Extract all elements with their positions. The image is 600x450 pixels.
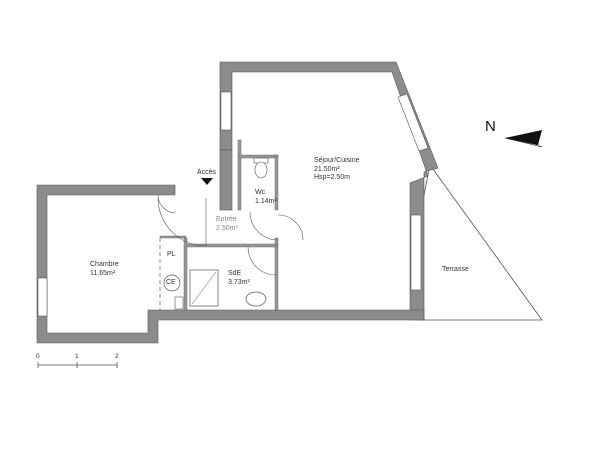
wall-bedroom	[36, 184, 425, 344]
room-name: Terrasse	[442, 266, 469, 273]
room-name: Entrée	[216, 216, 237, 223]
wall-sde-left	[183, 237, 188, 311]
room-label-chambre: Chambre 11.65m²	[90, 261, 119, 278]
room-label-entree: Entrée 2.50m²	[216, 216, 238, 233]
room-label-terrasse: Terrasse	[442, 266, 469, 275]
room-name: Wc	[255, 189, 266, 196]
door-sde	[247, 246, 277, 276]
sink	[245, 291, 267, 307]
window-bedroom	[37, 277, 48, 317]
boiler-box	[174, 296, 184, 310]
scale-label-1: 1	[75, 353, 79, 360]
water-heater-label: CE	[166, 279, 176, 286]
wall-wc-top	[237, 154, 279, 159]
room-area: 2.50m²	[216, 224, 238, 232]
door-wc	[249, 211, 279, 241]
wall-closet-top	[159, 235, 187, 239]
wall-wc-right	[274, 154, 279, 211]
toilet-bowl	[254, 161, 268, 179]
scale-label-0: 0	[36, 353, 40, 360]
room-area: 3.73m²	[228, 278, 250, 286]
room-name: SdE	[228, 270, 242, 277]
shower-diagonal	[191, 271, 217, 305]
water-heater-circle	[163, 274, 181, 292]
room-name: Séjour/Cuisine	[314, 157, 360, 164]
north-label: N	[485, 118, 496, 135]
room-name: Chambre	[90, 261, 119, 268]
room-label-sde: SdE 3.73m²	[228, 270, 250, 287]
wall-wc-left	[237, 139, 242, 211]
north-arrow-white	[504, 137, 543, 148]
room-label-sejour: Séjour/Cuisine 21.50m² Hsp=2.50m	[314, 157, 360, 183]
north-arrow-icon	[505, 130, 542, 145]
wall-living-left	[219, 149, 233, 211]
room-area: 21.50m²	[314, 165, 340, 173]
room-area: 1.14m²	[255, 197, 277, 205]
access-arrow-icon	[201, 178, 213, 185]
door-entry	[157, 197, 207, 247]
window-living-diagonal	[397, 93, 429, 152]
terrace-outline	[419, 164, 543, 321]
window-living-right	[410, 214, 422, 291]
closet-label: PL	[167, 251, 176, 258]
room-area: 11.65m²	[90, 269, 116, 277]
ceiling-height: Hsp=2.50m	[314, 174, 350, 181]
room-label-wc: Wc 1.14m²	[255, 189, 277, 206]
door-living	[277, 214, 304, 241]
scale-label-2: 2	[115, 353, 119, 360]
wall-entry-right	[274, 237, 279, 311]
door-bedroom	[157, 194, 177, 214]
access-label: Accès	[197, 169, 217, 176]
window-living-left	[220, 91, 232, 131]
